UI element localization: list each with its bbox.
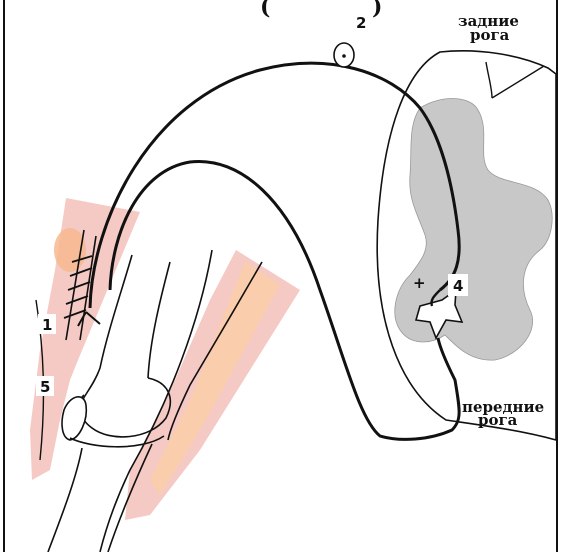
marker-4-text: 4: [453, 277, 463, 295]
plus-sign: +: [413, 274, 426, 292]
marker-5-text: 5: [40, 378, 50, 396]
femur-condyle: [79, 378, 170, 437]
femur-back-edge: [148, 262, 170, 378]
quadriceps-muscle: [30, 198, 140, 480]
marker-4: 4: [448, 274, 468, 296]
tibia-front-edge: [48, 448, 82, 552]
ganglion-nucleus: [342, 54, 346, 58]
ventral-horns-label-line2: рога: [478, 411, 518, 429]
marker-2-text: 2: [356, 14, 366, 32]
leg-illustration: [30, 198, 300, 552]
spinal-cord-section: [377, 51, 556, 440]
caption-paren-close: ): [372, 0, 382, 20]
marker-1-text: 1: [42, 316, 52, 334]
marker-5: 5: [36, 376, 54, 396]
marker-1: 1: [38, 314, 56, 334]
caption-paren-open: (: [260, 0, 270, 20]
patella: [62, 397, 86, 440]
dorsal-horns-label-line2: рога: [470, 26, 510, 44]
